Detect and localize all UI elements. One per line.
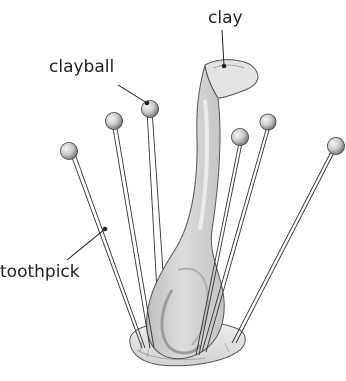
toothpick-6-edge xyxy=(236,147,337,343)
leader-dot-clayball xyxy=(145,101,149,105)
label-clayball: clayball xyxy=(49,59,114,76)
toothpick-1 xyxy=(70,152,142,348)
clayball-1 xyxy=(61,143,78,160)
clayball-2 xyxy=(106,113,123,130)
leader-line-toothpick xyxy=(67,229,105,260)
toothpick-2 xyxy=(112,122,150,348)
leader-line-clayball xyxy=(118,85,147,103)
clayball-5 xyxy=(260,114,276,130)
leader-dot-clay xyxy=(222,64,226,68)
leader-dot-toothpick xyxy=(103,227,107,231)
clayball-6 xyxy=(328,138,345,155)
label-toothpick: toothpick xyxy=(0,264,80,281)
clayball-3 xyxy=(142,101,159,118)
label-clay: clay xyxy=(208,10,243,27)
toothpick-1-edge xyxy=(74,151,145,348)
toothpick-6 xyxy=(232,146,334,343)
clay-bone xyxy=(147,60,258,359)
toothpick-2-edge xyxy=(116,122,154,348)
clayball-4 xyxy=(232,129,249,146)
